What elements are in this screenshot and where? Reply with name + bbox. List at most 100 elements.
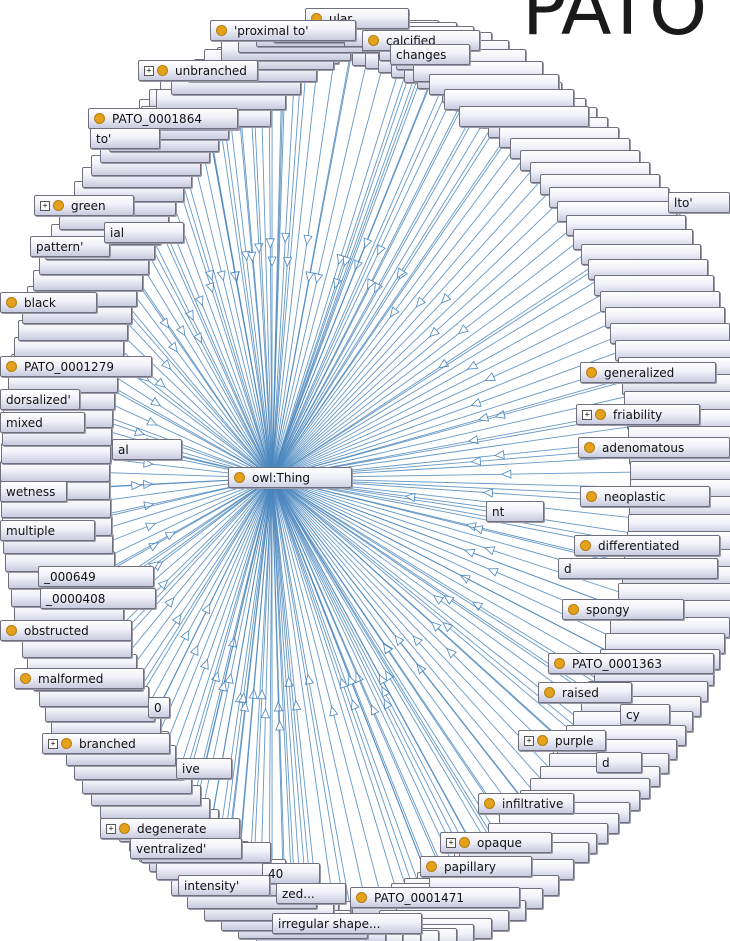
class-node[interactable]: d	[558, 558, 718, 579]
subclass-edge	[271, 477, 497, 843]
class-node[interactable]: ial	[104, 222, 184, 243]
class-node[interactable]: zed...	[276, 883, 346, 904]
subclass-edge	[95, 477, 273, 577]
class-node[interactable]: intensity'	[178, 875, 270, 896]
subclass-arrowhead	[193, 332, 203, 344]
class-node-label: multiple	[6, 523, 56, 538]
subclass-arrowhead	[432, 595, 445, 605]
subclass-arrowhead	[201, 603, 211, 615]
class-node-label: papillary	[444, 859, 496, 874]
class-dot-icon	[586, 367, 597, 378]
subclass-arrowhead	[470, 398, 482, 407]
class-node[interactable]: changes	[390, 44, 470, 65]
subclass-edge	[271, 477, 510, 870]
class-node[interactable]: spongy	[562, 599, 684, 620]
class-node[interactable]: papillary	[420, 856, 532, 877]
class-node[interactable]: +friability	[576, 404, 700, 425]
subclass-edge	[248, 68, 273, 479]
subclass-edge	[271, 49, 445, 479]
expand-plus-icon[interactable]: +	[446, 837, 456, 848]
class-node[interactable]: lto'	[668, 192, 730, 213]
class-node[interactable]: wetness	[0, 481, 67, 502]
class-node[interactable]: infiltrative	[478, 793, 574, 814]
class-node-label: PATO_0001363	[572, 656, 662, 671]
subclass-edge	[271, 477, 610, 763]
subclass-edge	[271, 477, 646, 715]
class-node[interactable]: 0	[148, 697, 170, 718]
class-node[interactable]: dorsalized'	[0, 389, 80, 410]
class-node[interactable]: PATO_0001864	[88, 108, 238, 129]
class-node[interactable]: 'proximal to'	[210, 20, 356, 41]
expand-plus-icon[interactable]: +	[524, 735, 534, 746]
class-node[interactable]: _0000408	[40, 588, 156, 609]
class-node[interactable]: +branched	[42, 733, 170, 754]
class-node[interactable]: +unbranched	[138, 60, 258, 81]
class-node[interactable]: cy	[620, 704, 670, 725]
class-node[interactable]: irregular shape...	[272, 913, 422, 934]
class-node[interactable]: +purple	[518, 730, 606, 751]
subclass-edge	[271, 71, 465, 479]
subclass-edge	[271, 107, 527, 479]
subclass-edge	[271, 36, 322, 479]
class-node[interactable]: 40	[262, 863, 320, 884]
class-node[interactable]: neoplastic	[580, 486, 710, 507]
class-node[interactable]: ventralized'	[130, 838, 242, 859]
class-node-label: PATO_0001279	[24, 359, 114, 374]
expand-plus-icon[interactable]: +	[40, 200, 50, 211]
subclass-arrowhead	[394, 634, 405, 646]
class-dot-icon	[61, 738, 72, 749]
class-node[interactable]: obstructed	[0, 620, 132, 641]
class-node-stacked[interactable]	[0, 460, 111, 482]
subclass-edge	[271, 477, 687, 542]
subclass-edge	[183, 118, 273, 479]
subclass-edge	[271, 137, 560, 479]
class-node[interactable]: _000649	[38, 566, 154, 587]
class-node[interactable]: adenomatous	[578, 437, 730, 458]
class-node[interactable]: multiple	[0, 520, 95, 541]
subclass-edge	[271, 477, 624, 610]
class-node[interactable]: malformed	[14, 668, 144, 689]
expand-plus-icon[interactable]: +	[144, 65, 154, 76]
class-node[interactable]: PATO_0001279	[0, 356, 152, 377]
class-node[interactable]: mixed	[0, 412, 85, 433]
class-dot-icon	[595, 409, 606, 420]
class-node[interactable]: pattern'	[30, 236, 110, 257]
class-node[interactable]: generalized	[580, 362, 716, 383]
subclass-edge	[271, 477, 292, 874]
class-node[interactable]: PATO_0001363	[548, 653, 714, 674]
class-node-label: changes	[396, 47, 447, 62]
subclass-edge	[271, 148, 571, 479]
class-node[interactable]: PATO_0001471	[350, 887, 520, 908]
class-node[interactable]: raised	[538, 682, 632, 703]
root-node-owl-thing[interactable]: owl:Thing	[228, 467, 352, 488]
class-node-stacked[interactable]	[458, 105, 589, 127]
class-node[interactable]: differentiated	[574, 535, 720, 556]
expand-plus-icon[interactable]: +	[582, 409, 592, 420]
subclass-arrowhead	[440, 293, 452, 304]
subclass-arrowhead	[385, 670, 395, 682]
class-node[interactable]: nt	[486, 501, 544, 522]
class-node[interactable]: al	[112, 439, 182, 460]
subclass-edge	[271, 84, 490, 479]
class-node[interactable]: +green	[34, 195, 134, 216]
class-node-label: wetness	[6, 484, 56, 499]
class-node-label: opaque	[477, 835, 522, 850]
class-node[interactable]: +degenerate	[100, 818, 240, 839]
class-node[interactable]: d	[596, 752, 642, 773]
expand-plus-icon[interactable]: +	[48, 738, 58, 749]
subclass-arrowhead	[377, 244, 386, 256]
expand-plus-icon[interactable]: +	[106, 823, 116, 834]
class-node[interactable]: black	[0, 292, 97, 313]
subclass-arrowhead	[466, 360, 479, 370]
class-node[interactable]: + opaque	[440, 832, 552, 853]
subclass-edge	[271, 268, 648, 479]
class-node[interactable]: to'	[90, 128, 160, 149]
class-node-stacked[interactable]	[0, 442, 111, 464]
subclass-edge	[271, 477, 571, 812]
class-node[interactable]: ive	[176, 758, 232, 779]
subclass-arrowhead	[342, 255, 352, 267]
subclass-edge	[271, 477, 515, 861]
subclass-arrowhead	[381, 686, 391, 698]
class-dot-icon	[368, 35, 379, 46]
